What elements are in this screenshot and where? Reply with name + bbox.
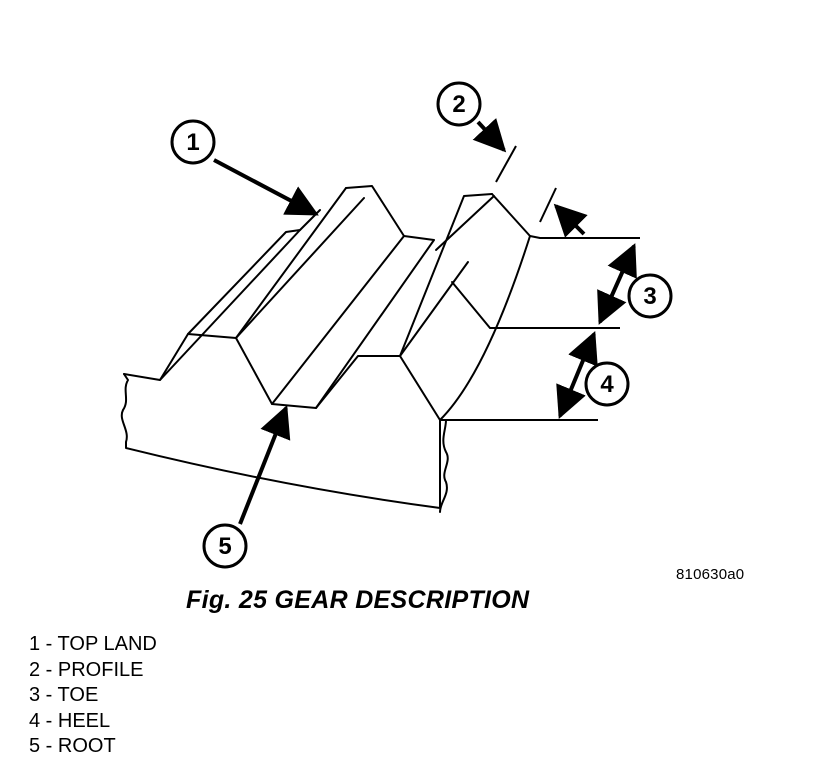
left-partial-tooth xyxy=(123,209,321,381)
callout-circle xyxy=(202,523,248,569)
middle-tooth-top-land xyxy=(345,185,405,237)
root-floor xyxy=(315,261,469,409)
callout-5: 5 xyxy=(202,523,248,569)
left-partial-tooth-edge xyxy=(159,229,301,381)
right-tooth-left-flank xyxy=(399,193,493,357)
figure-caption: Fig. 25 GEAR DESCRIPTION xyxy=(186,586,530,614)
middle-tooth-left-flank xyxy=(187,187,347,339)
legend-item-root: 5 - ROOT xyxy=(29,735,116,757)
root-arrow xyxy=(238,405,291,525)
top-land-arrow xyxy=(213,158,319,216)
callout-circle xyxy=(584,361,630,407)
gear-drawing xyxy=(120,185,541,513)
callout-2: 2 xyxy=(436,81,482,127)
callout-number: 2 xyxy=(452,91,465,118)
figure-code: 810630a0 xyxy=(676,566,745,583)
profile-tick-1 xyxy=(495,145,517,183)
callout-circle xyxy=(627,273,673,319)
legend-item-toe: 3 - TOE xyxy=(29,684,99,706)
right-tooth-top-land xyxy=(491,193,541,239)
callout-number: 4 xyxy=(600,371,614,398)
callout-circle xyxy=(436,81,482,127)
dimension-lines xyxy=(444,145,640,421)
right-tooth-front-face xyxy=(399,235,531,421)
callout-circle xyxy=(170,119,216,165)
legend-item-heel: 4 - HEEL xyxy=(29,709,111,732)
middle-tooth-right-inner xyxy=(271,235,435,409)
gear-body-outline xyxy=(120,373,449,513)
callout-number: 5 xyxy=(218,533,231,560)
profile-arrow xyxy=(472,118,507,153)
toe-dimension-arrow xyxy=(597,243,637,325)
callout-4: 4 xyxy=(584,361,630,407)
callout-3: 3 xyxy=(627,273,673,319)
heel-dimension-arrow xyxy=(556,331,598,419)
legend-item-top-land: 1 - TOP LAND xyxy=(29,633,157,655)
callout-number: 3 xyxy=(643,283,656,310)
profile-tick-2 xyxy=(539,187,557,223)
callout-number: 1 xyxy=(186,129,199,156)
legend-item-profile: 2 - PROFILE xyxy=(29,658,144,681)
callout-1: 1 xyxy=(170,119,216,165)
profile-arrow-2 xyxy=(553,203,588,238)
right-tooth-pitch-line xyxy=(451,281,491,329)
leader-arrows xyxy=(213,118,637,525)
middle-tooth-left-edge xyxy=(235,197,365,339)
legend-list: 1 - TOP LAND 2 - PROFILE 3 - TOE 4 - HEE… xyxy=(29,632,157,760)
right-tooth-inner-edge xyxy=(435,195,495,251)
